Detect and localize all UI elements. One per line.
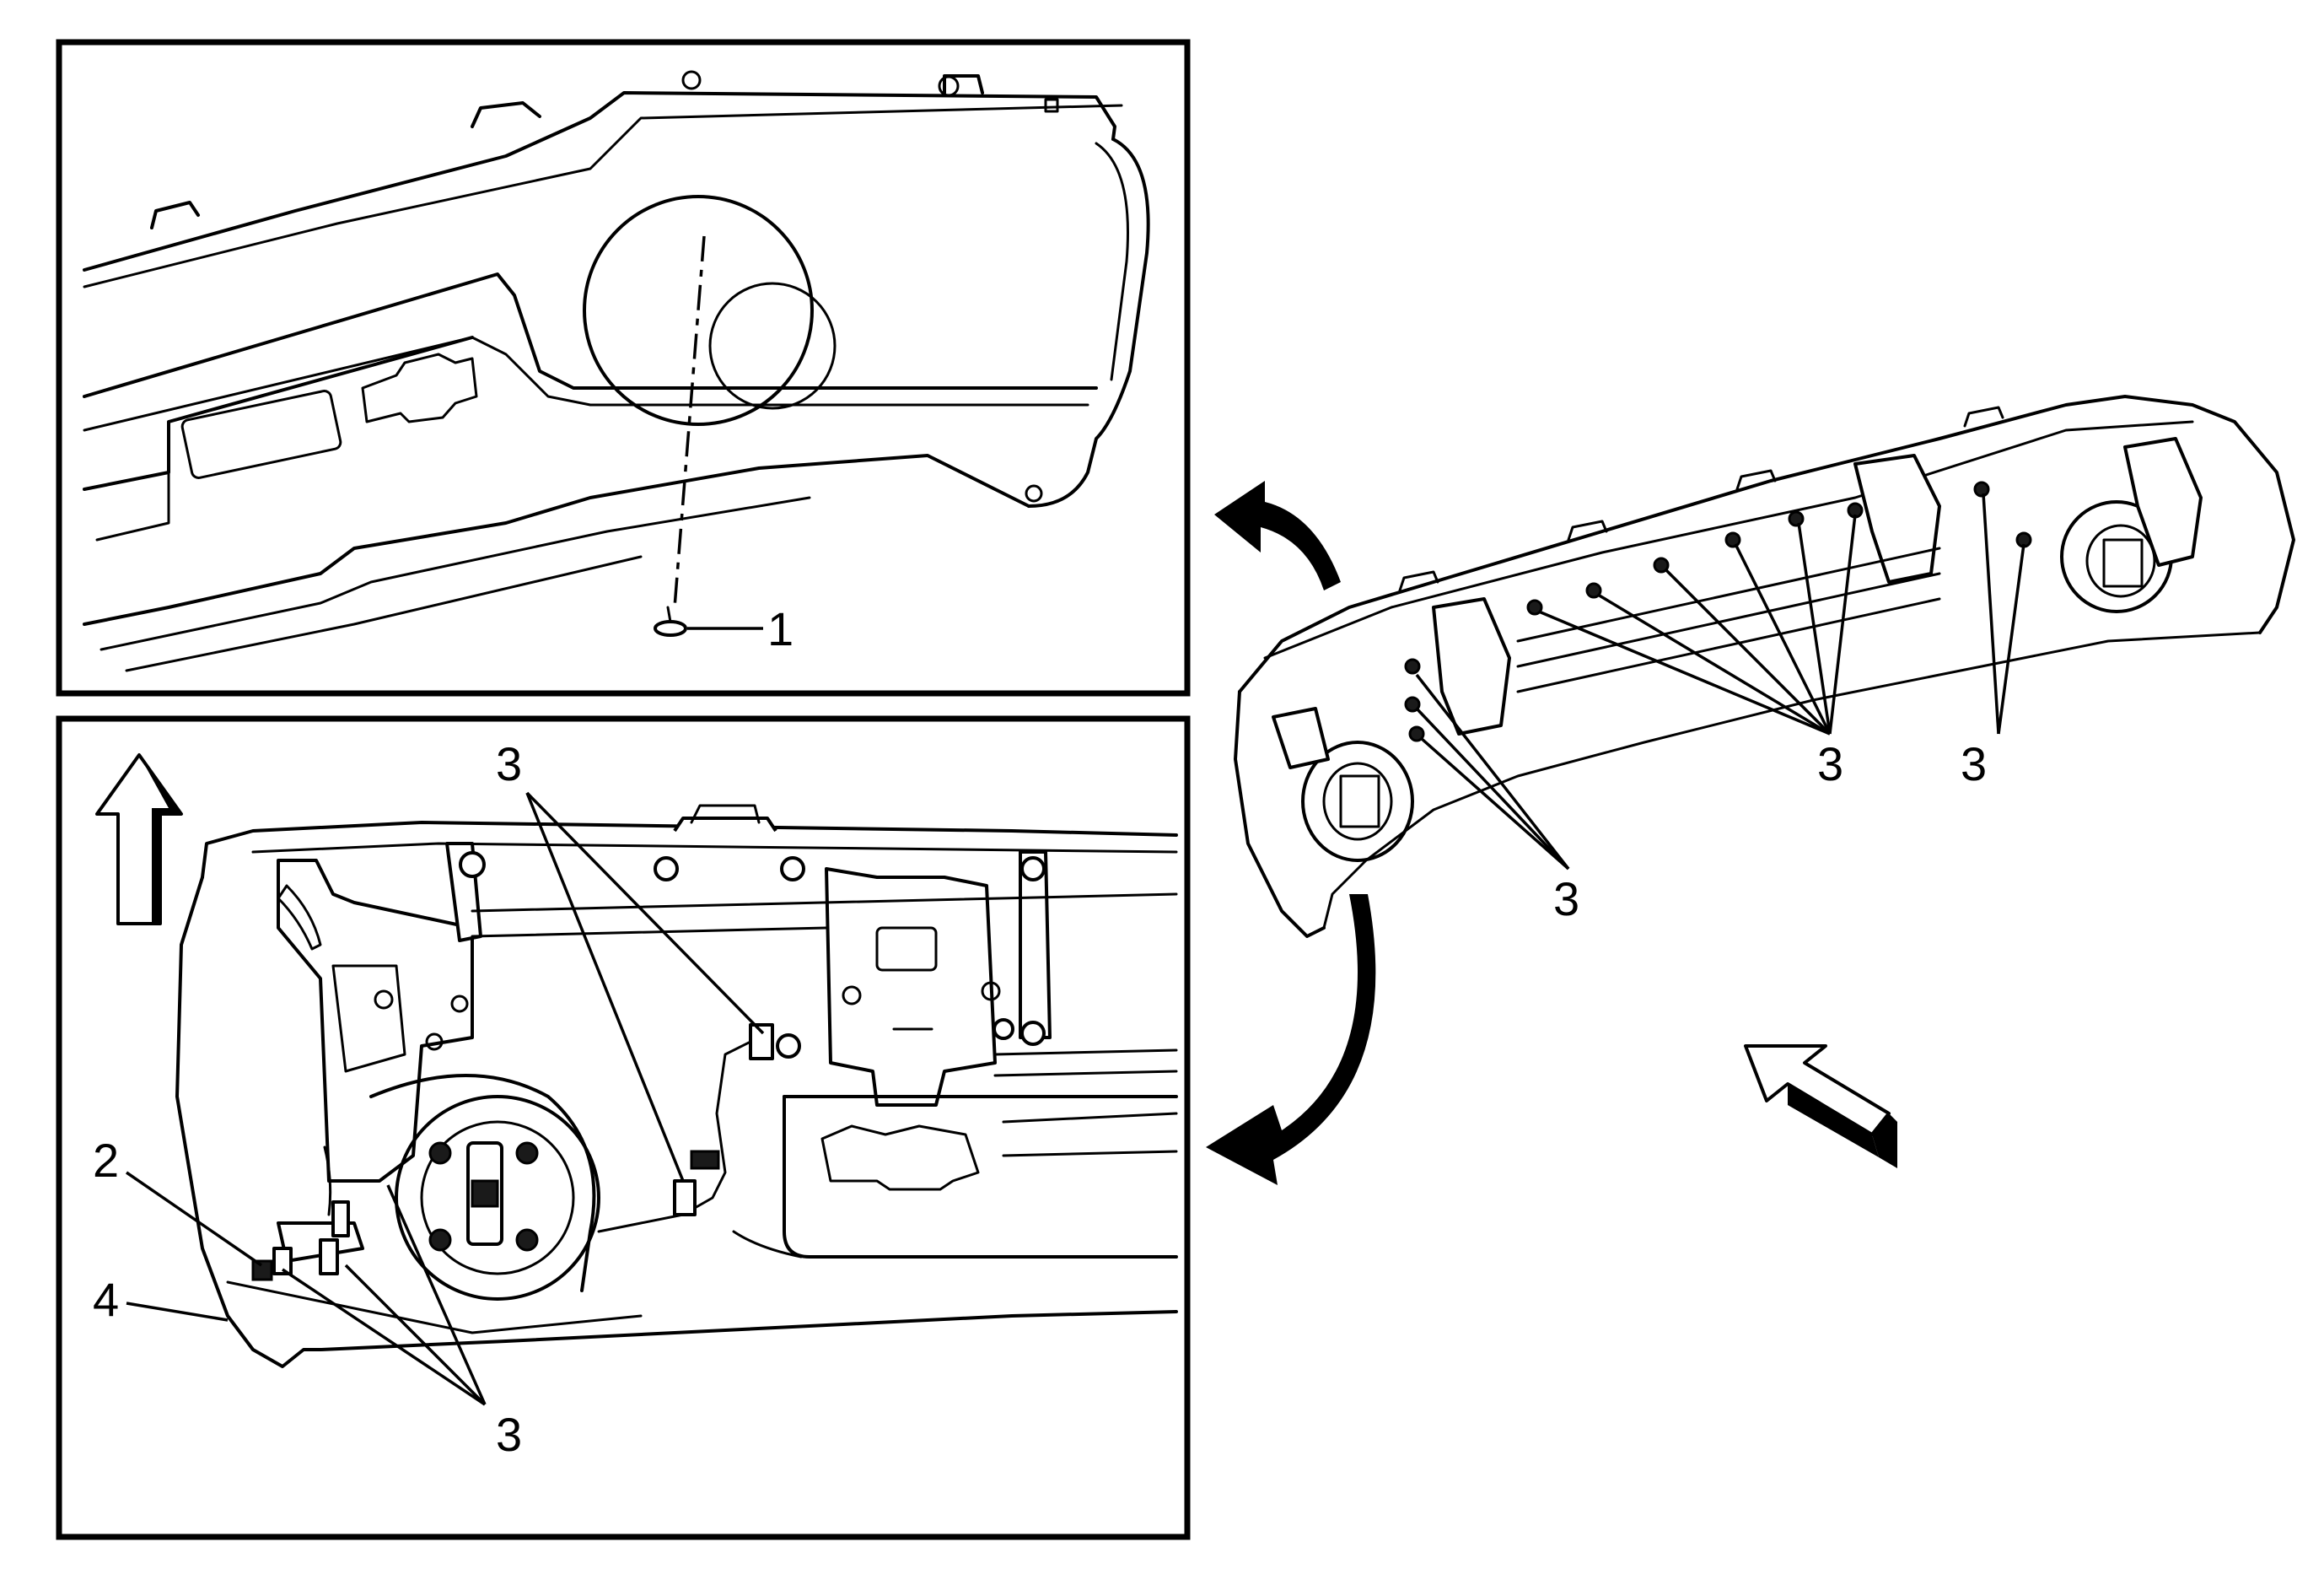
- callout-3-overview-left: 3: [1553, 872, 1579, 925]
- up-arrow-icon: [95, 753, 183, 925]
- callout-4: 4: [93, 1273, 119, 1326]
- bumper-rear-closeup: [175, 804, 1178, 1368]
- pointer-arrow-to-bottom-panel: [1206, 894, 1376, 1185]
- callout-2: 2: [93, 1134, 119, 1187]
- pointer-arrow-to-top-panel: [1214, 481, 1341, 590]
- callout-leaders-bottom: 3 2 4 3: [93, 737, 765, 1461]
- view-direction-arrow-icon: [1744, 1044, 1897, 1168]
- callout-3-overview-right: 3: [1961, 737, 1987, 790]
- fastener-nuts: [654, 856, 1046, 1059]
- top-detail-panel: 1: [56, 39, 1191, 697]
- callout-3-overview-center: 3: [1817, 737, 1843, 790]
- bumper-cover-corner-closeup: 1: [83, 70, 1150, 672]
- callout-3-bottom: 3: [496, 1408, 522, 1461]
- callout-1: 1: [767, 602, 793, 655]
- callout-3-top: 3: [496, 737, 522, 790]
- overview-bumper-assembly: 3 3 3: [1234, 395, 2295, 938]
- overview-fasteners: [1404, 481, 2032, 742]
- bottom-detail-panel: 3 2 4 3: [56, 715, 1191, 1540]
